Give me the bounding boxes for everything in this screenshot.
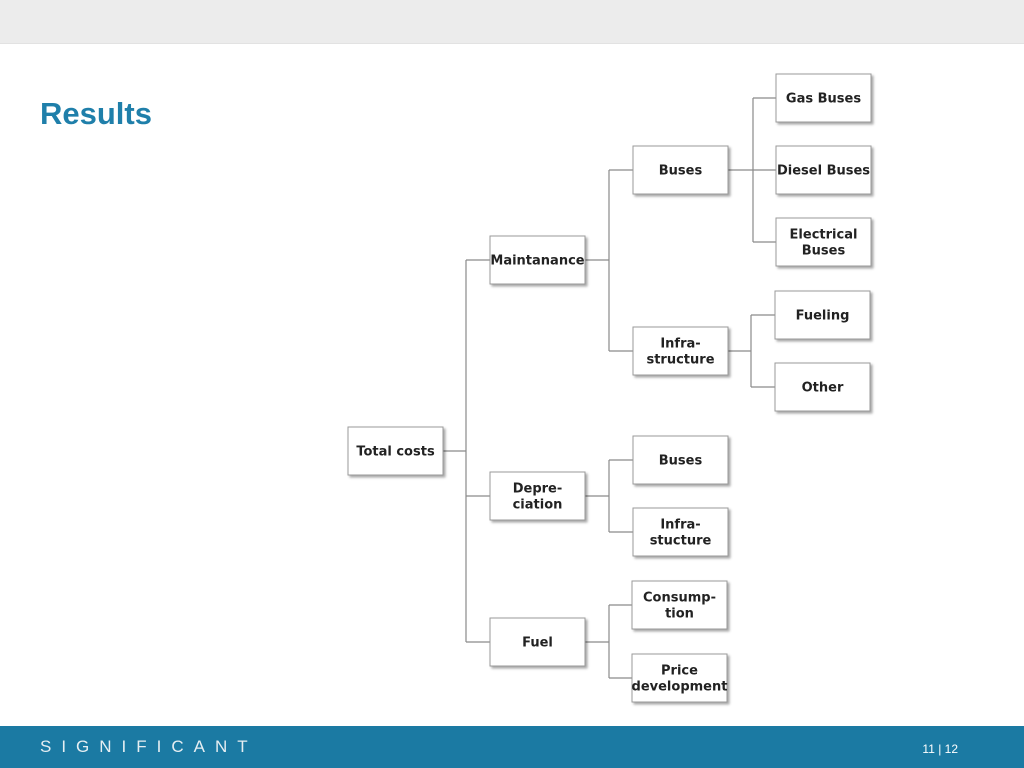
tree-node-label: Other	[802, 381, 844, 396]
tree-node-d_infra: Infra-stucture	[632, 507, 729, 557]
tree-node-box	[631, 580, 728, 630]
tree-node-label: ciation	[513, 498, 563, 513]
tree-node-box	[489, 617, 586, 667]
page-title: Results	[40, 96, 152, 131]
tree-node-other: Other	[774, 362, 871, 412]
tree-node-total: Total costs	[347, 426, 444, 476]
tree-node-label: tion	[665, 607, 694, 622]
tree-node-diesel: Diesel Buses	[775, 145, 872, 195]
tree-node-label: Electrical	[790, 228, 858, 243]
footer-bar	[0, 726, 1024, 768]
tree-node-box	[775, 145, 872, 195]
tree-node-label: Buses	[802, 244, 846, 259]
tree-node-fueling: Fueling	[774, 290, 871, 340]
tree-node-consump: Consump-tion	[631, 580, 728, 630]
tree-node-fuel: Fuel	[489, 617, 586, 667]
tree-node-box	[347, 426, 444, 476]
tree-node-d_buses: Buses	[632, 435, 729, 485]
tree-node-label: Fueling	[796, 309, 850, 324]
tree-node-dep: Depre-ciation	[489, 471, 586, 521]
tree-node-label: Fuel	[522, 636, 553, 651]
tree-node-box	[631, 653, 728, 703]
tree-node-label: structure	[646, 353, 714, 368]
connectors	[443, 97, 776, 679]
tree-node-box	[632, 326, 729, 376]
tree-node-label: Infra-	[660, 518, 700, 533]
tree-node-label: development	[632, 680, 728, 695]
tree-node-box	[775, 73, 872, 123]
tree-node-m_buses: Buses	[632, 145, 729, 195]
tree-node-label: Diesel Buses	[777, 164, 870, 179]
tree-node-box	[489, 235, 586, 285]
tree-node-label: Gas Buses	[786, 92, 861, 107]
tree-node-label: stucture	[650, 534, 712, 549]
tree-node-gas: Gas Buses	[775, 73, 872, 123]
page-number: 11 | 12	[922, 742, 958, 756]
tree-node-box	[632, 507, 729, 557]
tree-node-label: Maintanance	[490, 254, 584, 269]
tree-node-box	[774, 362, 871, 412]
tree-node-box	[632, 435, 729, 485]
tree-node-label: Buses	[659, 164, 703, 179]
tree-node-label: Consump-	[643, 591, 716, 606]
tree-node-label: Depre-	[513, 482, 563, 497]
tree-node-label: Price	[661, 664, 698, 679]
tree-node-m_infra: Infra-structure	[632, 326, 729, 376]
tree-node-label: Buses	[659, 454, 703, 469]
tree-node-box	[489, 471, 586, 521]
tree-node-box	[774, 290, 871, 340]
top-band	[0, 0, 1024, 44]
tree-node-box	[632, 145, 729, 195]
brand-logo-text: SIGNIFICANT	[40, 737, 258, 756]
tree-node-label: Infra-	[660, 337, 700, 352]
tree-node-maint: Maintanance	[489, 235, 586, 285]
tree-node-label: Total costs	[356, 445, 435, 460]
tree-node-box	[775, 217, 872, 267]
